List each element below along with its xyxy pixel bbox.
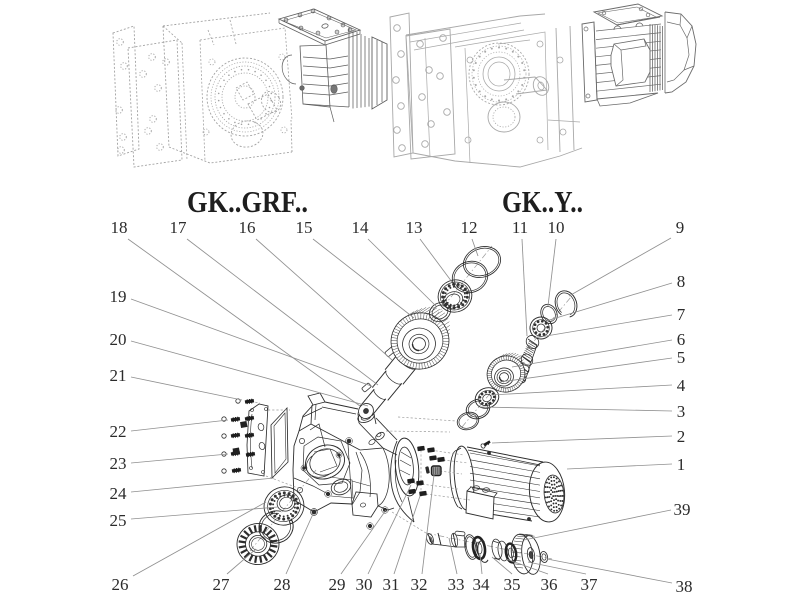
svg-text:19: 19 — [110, 287, 127, 306]
svg-text:5: 5 — [677, 348, 686, 367]
svg-text:28: 28 — [274, 575, 291, 594]
svg-text:32: 32 — [411, 575, 428, 594]
svg-text:7: 7 — [677, 305, 686, 324]
svg-text:GK..GRF..: GK..GRF.. — [187, 184, 308, 219]
svg-text:11: 11 — [512, 218, 528, 237]
svg-text:2: 2 — [677, 427, 686, 446]
svg-text:3: 3 — [677, 402, 686, 421]
svg-text:34: 34 — [473, 575, 491, 594]
svg-text:17: 17 — [170, 218, 188, 237]
svg-text:GK..Y..: GK..Y.. — [502, 184, 583, 219]
svg-text:24: 24 — [110, 484, 128, 503]
svg-text:27: 27 — [213, 575, 231, 594]
svg-text:12: 12 — [461, 218, 478, 237]
svg-text:9: 9 — [676, 218, 685, 237]
svg-text:23: 23 — [110, 454, 127, 473]
svg-text:39: 39 — [674, 500, 691, 519]
svg-text:13: 13 — [406, 218, 423, 237]
svg-text:38: 38 — [676, 577, 693, 596]
svg-text:16: 16 — [239, 218, 256, 237]
svg-text:29: 29 — [329, 575, 346, 594]
svg-text:10: 10 — [548, 218, 565, 237]
svg-text:1: 1 — [677, 455, 686, 474]
svg-text:18: 18 — [111, 218, 128, 237]
svg-text:37: 37 — [581, 575, 599, 594]
svg-text:36: 36 — [541, 575, 558, 594]
svg-text:21: 21 — [110, 366, 127, 385]
svg-text:15: 15 — [296, 218, 313, 237]
svg-text:25: 25 — [110, 511, 127, 530]
svg-text:26: 26 — [112, 575, 129, 594]
svg-text:30: 30 — [356, 575, 373, 594]
svg-text:33: 33 — [448, 575, 465, 594]
svg-text:6: 6 — [677, 330, 686, 349]
svg-text:8: 8 — [677, 272, 686, 291]
svg-text:4: 4 — [677, 376, 686, 395]
svg-text:14: 14 — [352, 218, 370, 237]
svg-text:20: 20 — [110, 330, 127, 349]
svg-text:35: 35 — [504, 575, 521, 594]
svg-text:22: 22 — [110, 422, 127, 441]
svg-text:31: 31 — [383, 575, 400, 594]
